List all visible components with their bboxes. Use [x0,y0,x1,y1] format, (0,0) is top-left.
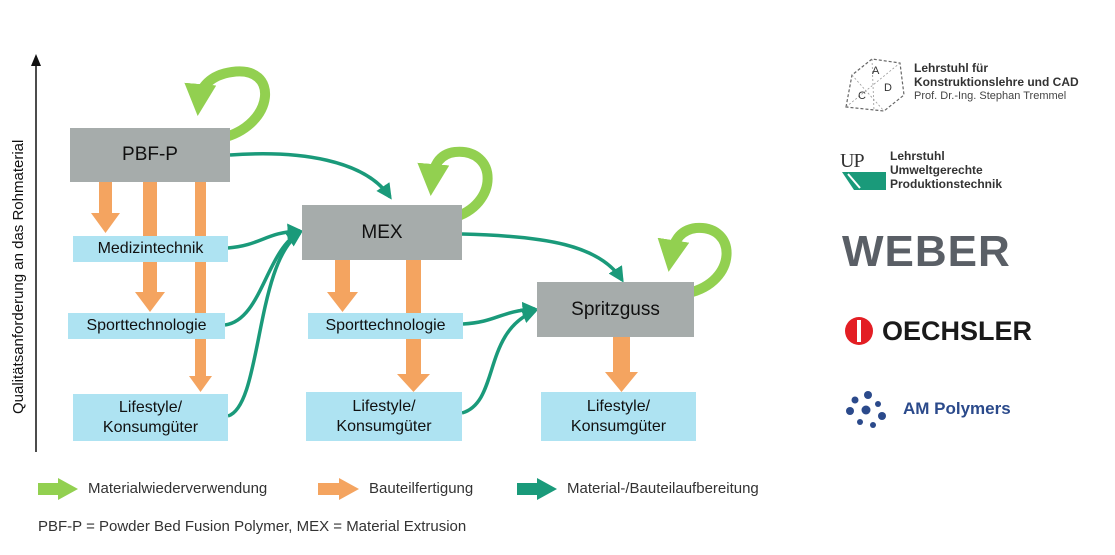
cad-letter-d: D [884,82,892,94]
y-axis-label: Qualitätsanforderung an das Rohmaterial [10,139,27,414]
arrow-pbf-lifestyle [189,182,212,392]
cad-letter-c: C [858,90,866,102]
app-sg-lifestyle-line2: Konsumgüter [570,417,667,435]
app-mex-lifestyle-line1: Lifestyle/ [352,397,416,415]
up-line3: Produktionstechnik [890,177,1003,191]
legend-reuse-arrow [38,478,78,500]
cad-line3: Prof. Dr.-Ing. Stephan Tremmel [914,90,1067,102]
app-spritzguss-lifestyle: Lifestyle/ Konsumgüter [541,392,696,441]
oechsler-circle-icon [845,317,873,345]
app-pbf-lifestyle: Lifestyle/ Konsumgüter [73,394,228,441]
arrow-mex-spritzguss [461,232,624,283]
arrow-mex-sport [327,260,358,312]
legend-recycle-arrow [517,478,557,500]
up-mark-text: UP [840,150,865,172]
reuse-loop-mex [417,146,493,223]
abbreviation-footnote: PBF-P = Powder Bed Fusion Polymer, MEX =… [38,518,467,535]
app-pbf-lifestyle-line2: Konsumgüter [102,418,199,436]
ampolymers-text: AM Polymers [903,399,1011,418]
cad-logo-icon: A C D [845,58,905,112]
arrow-sg-lifestyle [605,337,638,392]
dots-cluster-icon [846,391,886,428]
app-pbf-lifestyle-line1: Lifestyle/ [118,398,183,416]
up-line2: Umweltgerechte [890,163,983,177]
oechsler-text: OECHSLER [882,316,1033,346]
app-pbf-sporttechnologie: Sporttechnologie [68,313,225,339]
logo-ampolymers: AM Polymers [842,390,1062,432]
app-mex-lifestyle-line2: Konsumgüter [336,417,432,435]
arrow-lifestyle-mex [227,231,303,418]
process-pbf: PBF-P [70,128,230,182]
y-axis [31,54,41,452]
cad-letter-a: A [872,65,880,77]
arrow-mexlifestyle-spritzguss [461,308,538,415]
logo-weber: WEBER [842,227,1011,276]
process-mex: MEX [302,205,462,260]
legend-reuse-label: Materialwiederverwendung [88,480,268,497]
logo-oechsler: OECHSLER [844,314,1074,350]
app-mex-lifestyle: Lifestyle/ Konsumgüter [306,392,462,441]
cad-line2: Konstruktionslehre und CAD [914,75,1079,89]
legend-arrows [38,478,557,500]
recycle-arrows [224,152,624,418]
logo-up: UP Lehrstuhl Umweltgerechte Produktionst… [840,148,1040,192]
up-logo-icon [842,172,886,190]
process-spritzguss: Spritzguss [537,282,694,337]
arrow-pbf-medizin [91,182,120,233]
reuse-loop-pbf [184,66,271,143]
legend-part-arrow [318,478,359,500]
reuse-loop-spritzguss [657,222,732,298]
arrow-pbf-mex [229,152,392,200]
app-mex-sporttechnologie: Sporttechnologie [308,313,463,339]
app-pbf-medizintechnik: Medizintechnik [73,236,228,262]
legend-recycle-label: Material-/Bauteilaufbereitung [567,480,759,497]
logo-cad: A C D Lehrstuhl für Konstruktionslehre u… [838,55,1108,115]
cad-line1: Lehrstuhl für [914,61,988,75]
app-sg-lifestyle-line1: Lifestyle/ [586,397,651,415]
legend-part-label: Bauteilfertigung [369,480,474,497]
up-line1: Lehrstuhl [890,149,945,163]
